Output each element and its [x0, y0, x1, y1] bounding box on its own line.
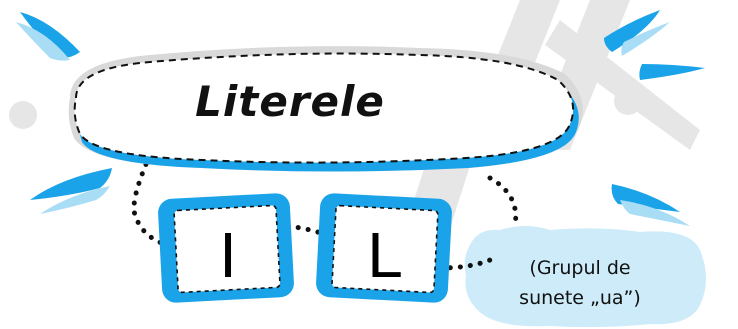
sound-group-note: (Grupul de sunete „ua”) [470, 253, 690, 321]
note-line-1: (Grupul de [529, 257, 631, 279]
title-cloud [73, 52, 574, 164]
note-cloud-shape [464, 226, 706, 328]
note-line-2: sunete „ua”) [519, 287, 641, 309]
letter-tile-i [158, 193, 294, 303]
letter-i: I [219, 219, 237, 291]
dotted-connector-lines [131, 152, 519, 271]
letter-l: L [367, 219, 403, 291]
page-title: Literele [195, 76, 385, 126]
splash-accent-decoration [20, 10, 705, 212]
splash-light-decoration [16, 22, 690, 226]
letter-tile-l [316, 193, 452, 303]
